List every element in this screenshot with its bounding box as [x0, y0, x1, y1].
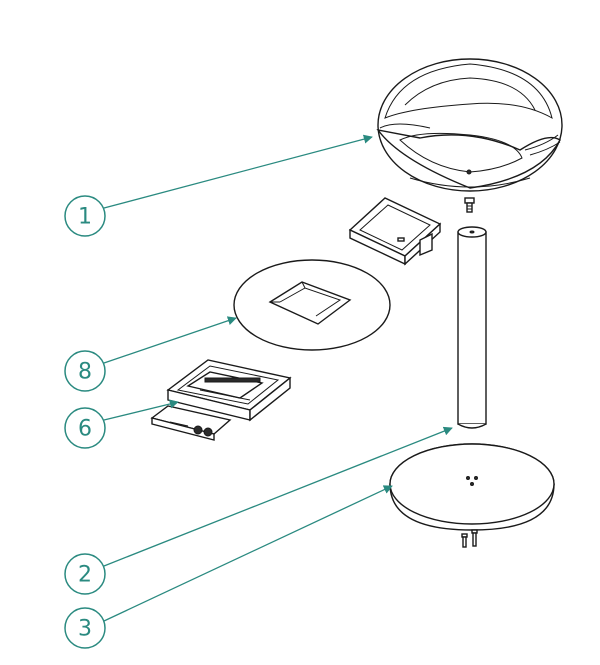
callout-label: 8 [78, 360, 92, 385]
callout-3: 3 [64, 607, 106, 649]
base-plate-icon [389, 443, 555, 531]
callout-label: 6 [78, 417, 92, 442]
mounting-bracket-icon [348, 197, 442, 266]
bolts-icon [461, 529, 478, 548]
burner-box-icon [150, 359, 292, 441]
callout-label: 3 [78, 617, 92, 642]
screw-icon [464, 197, 475, 213]
leader-line-6 [103, 399, 179, 421]
callout-8: 8 [64, 350, 106, 392]
leader-line-3 [103, 485, 393, 622]
callout-6: 6 [64, 407, 106, 449]
leader-line-2 [103, 426, 453, 567]
callout-2: 2 [64, 553, 106, 595]
callout-1: 1 [64, 195, 106, 237]
pole-icon [457, 226, 487, 429]
firebowl-globe-icon [376, 58, 563, 192]
leader-line-8 [103, 316, 237, 364]
callout-label: 2 [78, 563, 92, 588]
leader-line-1 [103, 134, 373, 209]
callout-label: 1 [78, 205, 92, 230]
fuel-tray-ring-icon [233, 259, 391, 351]
